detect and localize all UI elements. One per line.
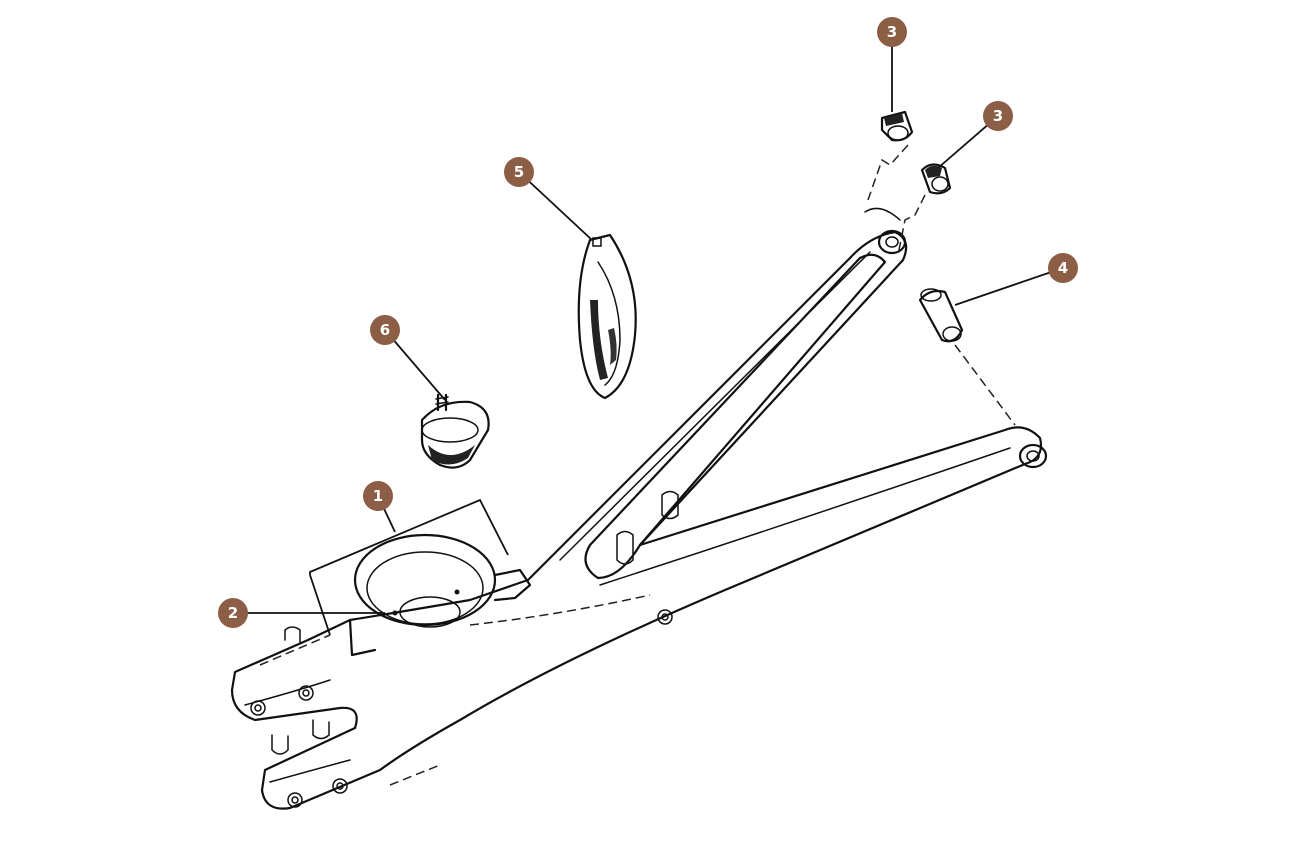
- callout-badge: [983, 101, 1013, 131]
- callout-6-bump-stop-rubber: 6: [370, 315, 400, 345]
- spring-clamp: [577, 233, 637, 400]
- upper-bush-b: [920, 163, 952, 195]
- callout-label: 3: [993, 107, 1003, 125]
- arm-bolt-hole: [657, 609, 673, 625]
- upper-pivot-eye: [864, 207, 907, 255]
- callout-label: 1: [373, 487, 383, 505]
- callout-label: 3: [887, 23, 897, 41]
- callout-badge: [363, 481, 393, 511]
- callout-3-upper-bush: 3: [983, 101, 1013, 131]
- callout-5-spring-clamp: 5: [504, 157, 534, 187]
- callout-label: 5: [514, 163, 524, 181]
- callout-1-spring-seat: 1: [363, 481, 393, 511]
- fork-studs: [271, 490, 679, 755]
- callout-badge: [504, 157, 534, 187]
- callout-badge: [1048, 253, 1078, 283]
- trailing-arm: [230, 207, 1048, 810]
- callout-badge: [218, 598, 248, 628]
- lower-pivot-eye: [1018, 443, 1048, 469]
- callout-3-upper-bush: 3: [877, 17, 907, 47]
- callout-4-pivot-bush: 4: [1048, 253, 1078, 283]
- callout-2-bump-stop-hole: 2: [218, 598, 248, 628]
- callout-badge: [370, 315, 400, 345]
- spring-seat: [348, 533, 532, 657]
- upper-bush-a: [880, 110, 914, 142]
- bump-stop-rubber: [420, 393, 490, 469]
- callout-badges: 1 2 3 3 4 5 6: [218, 17, 1078, 628]
- fork-bolt-holes: [250, 685, 348, 808]
- callout-badge: [877, 17, 907, 47]
- callout-label: 6: [380, 321, 390, 339]
- callout-label: 2: [228, 604, 238, 622]
- pivot-bush: [918, 288, 964, 343]
- callout-label: 4: [1058, 259, 1068, 277]
